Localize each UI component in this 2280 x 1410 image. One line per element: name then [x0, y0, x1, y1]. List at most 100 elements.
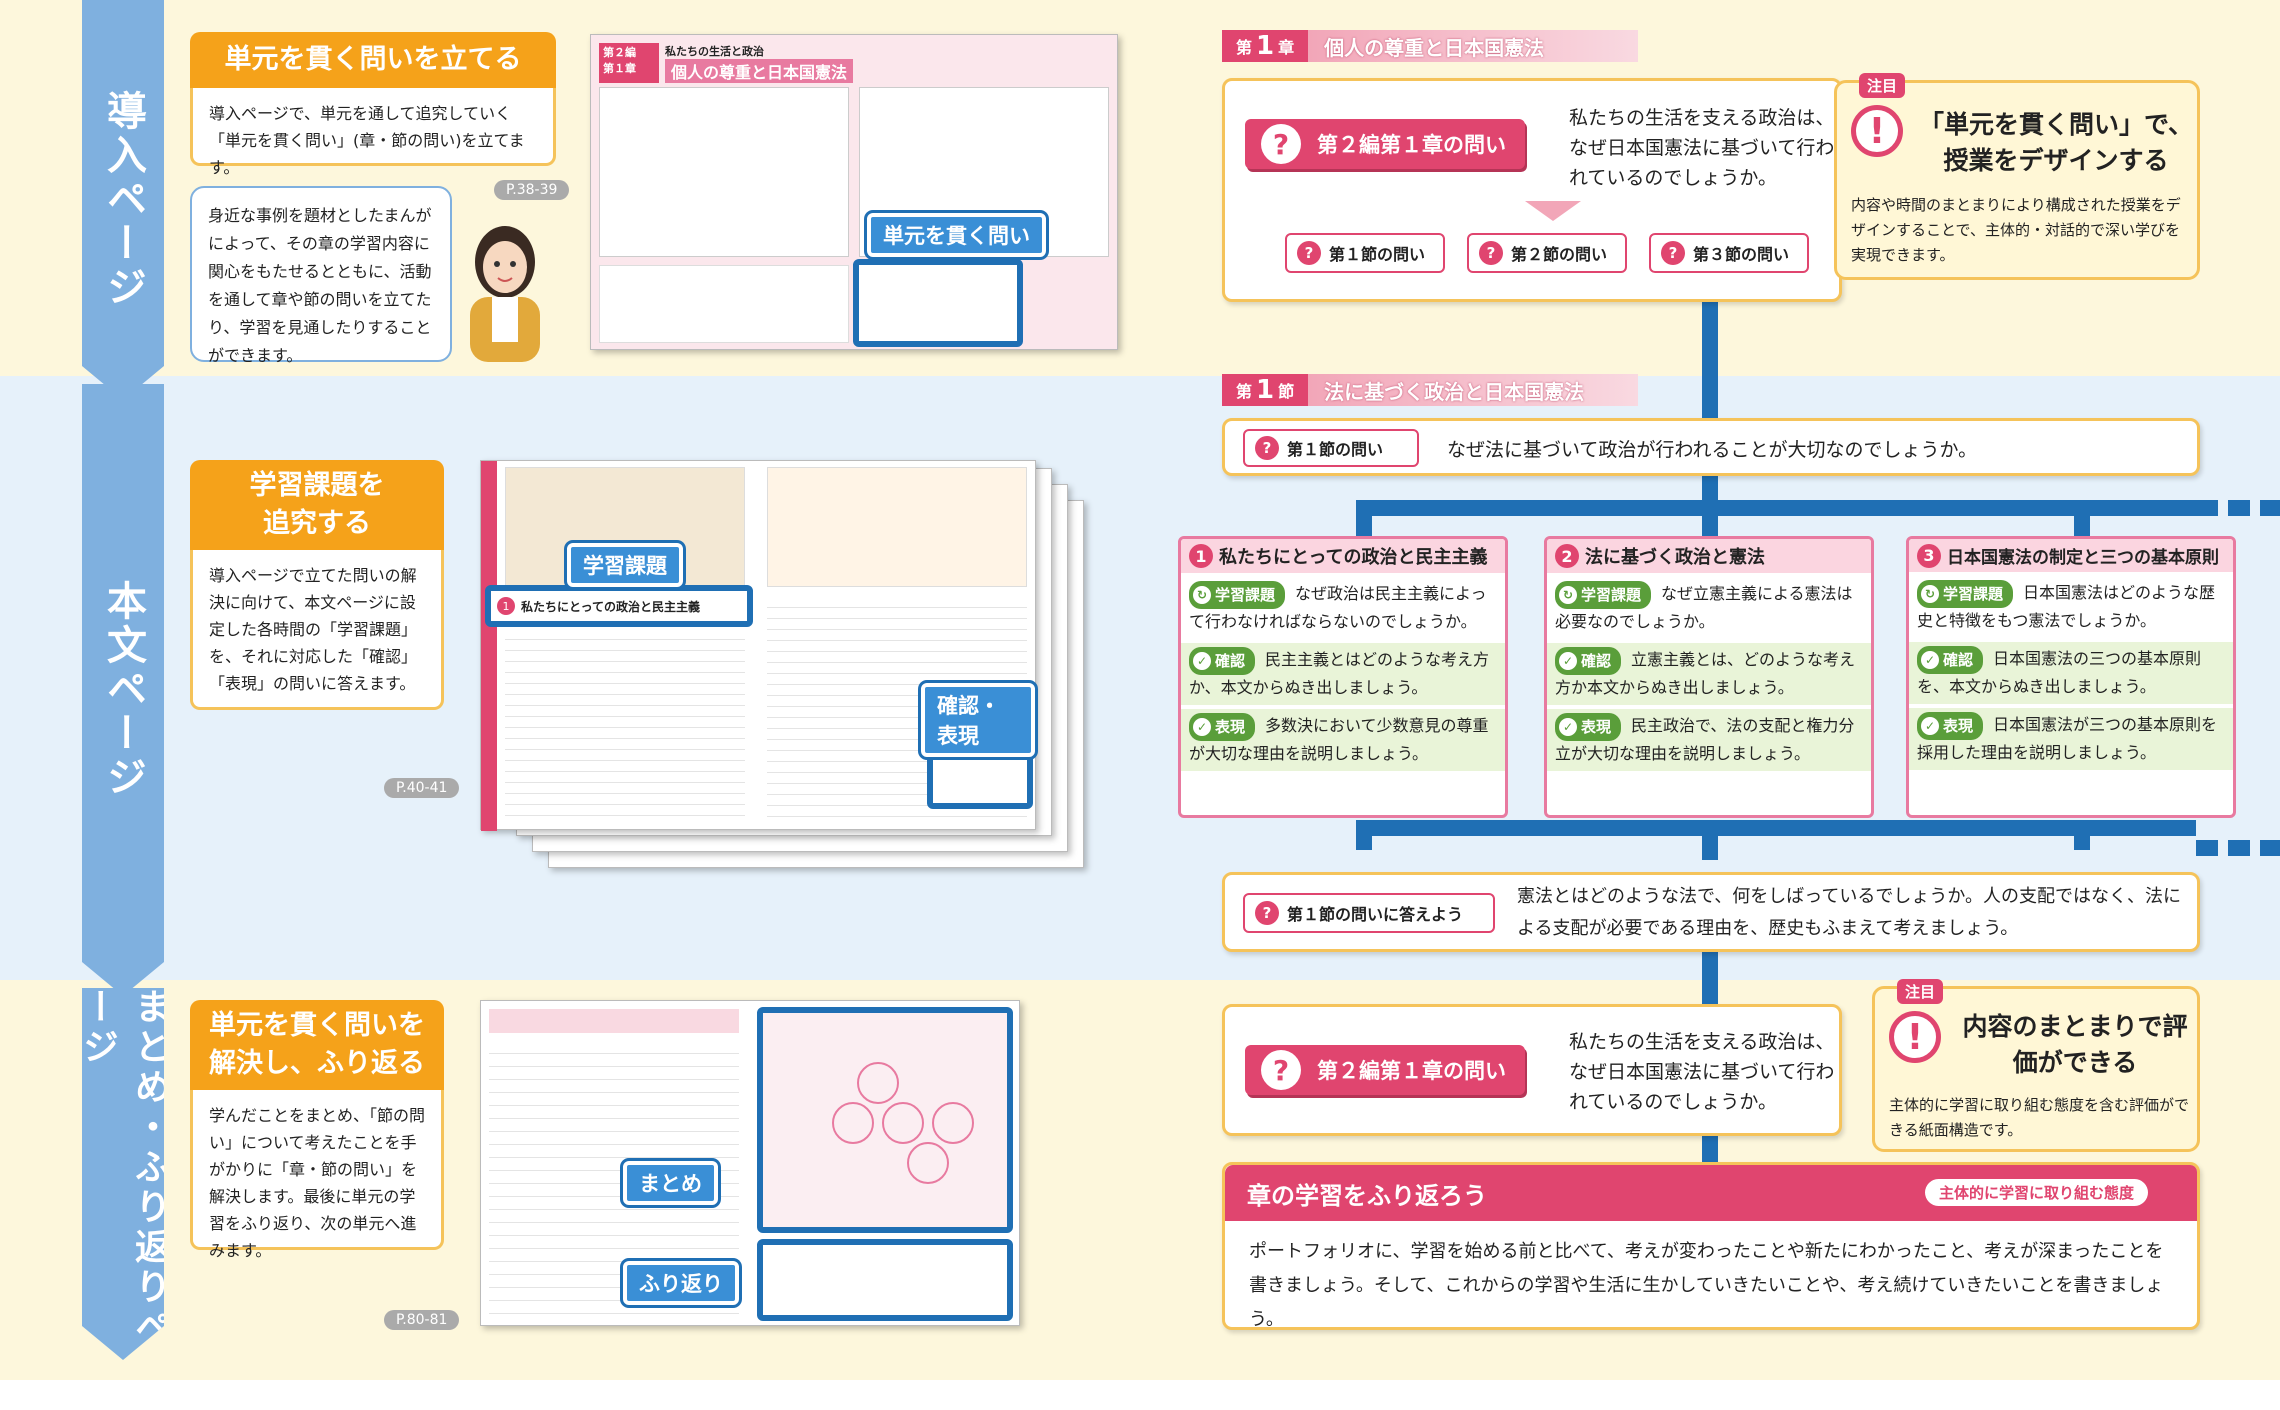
question-icon: ?: [1255, 901, 1279, 925]
connector-v2: [1702, 500, 1718, 540]
chapter-question-card-2: ?第２編第１章の問い 私たちの生活を支える政治は、なぜ日本国憲法に基づいて行われ…: [1222, 1004, 1842, 1136]
lesson-check-text: 日本国憲法の三つの基本原則を、本文からぬき出しましょう。: [1917, 649, 2202, 696]
answer-button: ? 第１節の問いに答えよう: [1243, 893, 1495, 933]
spread-sec: 第１章: [603, 62, 636, 75]
express-icon: ✓: [1921, 717, 1939, 735]
check-icon: ✓: [1921, 651, 1939, 669]
lesson-check: ✓確認立憲主義とは、どのような考え方か本文からぬき出しましょう。: [1547, 643, 1871, 705]
answer-label: 第１節の問いに答えよう: [1287, 905, 1464, 924]
chapter-question-text: 私たちの生活を支える政治は、なぜ日本国憲法に基づいて行われているのでしょうか。: [1569, 107, 1835, 189]
lesson-header: 3 日本国憲法の制定と三つの基本原則: [1909, 539, 2233, 572]
question-icon: ?: [1297, 241, 1321, 265]
chapter-question-label: 第２編第１章の問い: [1317, 133, 1506, 157]
label-task: 学習課題: [567, 543, 683, 587]
connector-3: [1702, 820, 1718, 860]
lesson-express-text: 日本国憲法が三つの基本原則を採用した理由を説明しましょう。: [1917, 715, 2218, 762]
section-question-button: ?第１節の問い: [1243, 429, 1419, 467]
spread-title: 個人の尊重と日本国憲法: [665, 59, 854, 83]
check-tag-label: 確認: [1215, 652, 1246, 670]
chapter-question-button: ? 第２編第１章の問い: [1245, 119, 1525, 169]
reflect-pill: 主体的に学習に取り組む態度: [1925, 1179, 2149, 1206]
connector-v3: [2074, 500, 2090, 540]
task-icon: ↻: [1559, 586, 1577, 604]
sub-question-label: 第１節の問い: [1329, 245, 1426, 264]
sub-question-label: 第２節の問い: [1511, 245, 1608, 264]
task-icon: ↻: [1193, 586, 1211, 604]
summary-spread-header: [489, 1009, 739, 1033]
answer-card: ?第１節の問いに答えよう 憲法とはどのような法で、何をしばっているでしょうか。人…: [1222, 872, 2200, 952]
spread-text-block: [599, 265, 849, 343]
spread-side-tab: [481, 461, 497, 831]
connector-h1: [1356, 500, 2196, 516]
exclamation-icon: !: [1889, 1011, 1941, 1063]
lesson-task-text: なぜ政治は民主主義によって行わなければならないのでしょうか。: [1189, 584, 1487, 631]
note-head: 「単元を貫く問い」で、授業をデザインする: [1918, 110, 2193, 175]
lesson-num-badge: 1: [497, 597, 515, 615]
exclamation-icon: !: [1851, 105, 1903, 157]
connector-h1-dashed: [2196, 500, 2280, 516]
express-icon: ✓: [1193, 718, 1211, 736]
reflect-text: ポートフォリオに、学習を始める前と比べて、考えが変わったことや新たにわかったこと…: [1249, 1241, 2164, 1330]
connector-v4: [1356, 820, 1372, 850]
connector-h2-dashed: [2196, 840, 2280, 856]
question-icon: ?: [1261, 124, 1301, 164]
connector-4: [1702, 950, 1718, 1010]
lesson-title: 日本国憲法の制定と三つの基本原則: [1947, 548, 2219, 568]
body-text: 導入ページで立てた問いの解決に向けて、本文ページに設定した各時間の「学習課題」を…: [190, 550, 444, 710]
label-check-express: 確認・表現: [921, 683, 1035, 757]
lesson-task: ↻学習課題日本国憲法はどのような歴史と特徴をもつ憲法でしょうか。: [1909, 576, 2233, 638]
check-icon: ✓: [1193, 652, 1211, 670]
express-tag: ✓表現: [1189, 713, 1256, 741]
body-title: 学習課題を 追究する: [190, 460, 444, 550]
intro-page-ref: P.38-39: [494, 180, 570, 200]
note-head-2: 内容のまとまりで評価ができる: [1962, 1012, 2188, 1077]
lesson-title: 法に基づく政治と憲法: [1585, 547, 1765, 568]
lesson-number: 2: [1555, 544, 1579, 568]
spread-chap: 第２編: [603, 46, 636, 59]
task-tag-label: 学習課題: [1581, 586, 1642, 604]
lesson-task: ↻学習課題なぜ立憲主義による憲法は必要なのでしょうか。: [1547, 577, 1871, 639]
task-tag: ↻学習課題: [1555, 581, 1652, 609]
concept-map: [832, 1062, 974, 1184]
connector-h2: [1356, 820, 2196, 836]
summary-highlight: [757, 1007, 1013, 1233]
sub-question-2: ? 第２節の問い: [1467, 233, 1627, 273]
lesson-check: ✓確認日本国憲法の三つの基本原則を、本文からぬき出しましょう。: [1909, 642, 2233, 704]
check-tag: ✓確認: [1555, 647, 1622, 675]
question-icon: ?: [1479, 241, 1503, 265]
reflect-title-text: 章の学習をふり返ろう: [1247, 1181, 1487, 1210]
express-tag: ✓表現: [1555, 713, 1622, 741]
spread-label-question: 単元を貫く問い: [867, 213, 1046, 257]
label-reflect: ふり返り: [623, 1261, 739, 1305]
section-question-card: ?第１節の問い なぜ法に基づいて政治が行われることが大切なのでしょうか。: [1222, 418, 2200, 476]
question-icon: ?: [1261, 1050, 1301, 1090]
lesson-head: 私たちにとっての政治と民主主義: [521, 599, 701, 614]
down-triangle-icon: [1525, 201, 1581, 221]
body-spread: 1 私たちにとっての政治と民主主義 学習課題 確認・表現: [480, 460, 1036, 831]
lesson-check: ✓確認民主主義とはどのような考え方か、本文からぬき出しましょう。: [1181, 643, 1505, 705]
express-icon: ✓: [1559, 718, 1577, 736]
connector-5: [1702, 1130, 1718, 1170]
check-tag-label: 確認: [1581, 652, 1612, 670]
check-tag: ✓確認: [1917, 646, 1984, 674]
section-question-text: なぜ法に基づいて政治が行われることが大切なのでしょうか。: [1447, 439, 1978, 461]
lesson-number: 3: [1917, 543, 1941, 568]
spread-question-highlight: [853, 259, 1023, 347]
intro-spread: 第２編第１章 私たちの生活と政治 個人の尊重と日本国憲法 単元を貫く問い: [590, 34, 1118, 350]
express-tag-label: 表現: [1215, 718, 1246, 736]
section-question-label: 第１節の問い: [1287, 440, 1384, 459]
lesson-title: 私たちにとっての政治と民主主義: [1219, 547, 1488, 568]
express-tag: ✓表現: [1917, 712, 1984, 740]
lesson-check-text: 民主主義とはどのような考え方か、本文からぬき出しましょう。: [1189, 650, 1490, 697]
lesson-express: ✓表現民主政治で、法の支配と権力分立が大切な理由を説明しましょう。: [1547, 709, 1871, 771]
lesson-task: ↻学習課題なぜ政治は民主主義によって行わなければならないのでしょうか。: [1181, 577, 1505, 639]
body-text-lines: [505, 629, 745, 819]
summary-title: 単元を貫く問いを 解決し、ふり返る: [190, 1000, 444, 1090]
express-tag-label: 表現: [1581, 718, 1612, 736]
note-body-2: 主体的に学習に取り組む態度を含む評価ができる紙面構造です。: [1889, 1096, 2190, 1139]
